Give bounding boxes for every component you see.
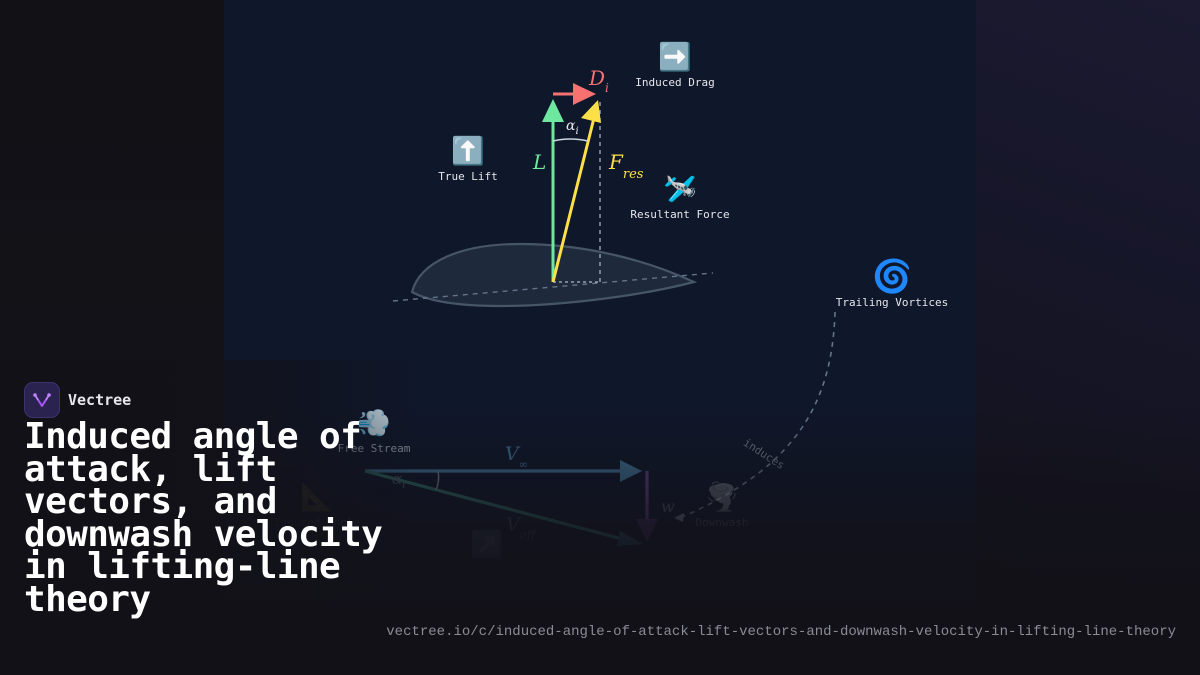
up-right-arrow-icon: ↗️ bbox=[470, 530, 504, 561]
induces-arrowhead bbox=[674, 513, 684, 522]
resultant-arrowhead bbox=[581, 100, 601, 123]
node-effective-velocity: ↗️ bbox=[470, 530, 504, 562]
node-resultant-force: 🛩️ Resultant Force bbox=[630, 174, 730, 221]
label-vinf: V∞ bbox=[505, 443, 528, 471]
brand: Vectree bbox=[24, 382, 131, 418]
up-arrow-icon: ⬆️ bbox=[451, 136, 485, 167]
cyclone-icon: 🌀 bbox=[872, 257, 912, 295]
label-drag: Di bbox=[589, 66, 609, 95]
label-w: w bbox=[661, 497, 675, 516]
downwash-arrowhead bbox=[636, 519, 658, 542]
node-true-lift: ⬆️ True Lift bbox=[438, 136, 498, 183]
vectree-logo-icon bbox=[24, 382, 60, 418]
label-alpha: αi bbox=[566, 118, 579, 137]
right-arrow-icon: ➡️ bbox=[658, 42, 692, 73]
tornado-icon: 🌪️ bbox=[705, 482, 739, 513]
label-lift: L bbox=[533, 150, 547, 174]
brand-name: Vectree bbox=[68, 391, 132, 409]
airplane-icon: 🛩️ bbox=[663, 174, 697, 205]
effective-velocity-arrowhead bbox=[617, 531, 643, 546]
lift-arrowhead bbox=[542, 99, 564, 122]
page-url: vectree.io/c/induced-angle-of-attack-lif… bbox=[386, 624, 1176, 640]
label-veff: Veff bbox=[506, 514, 536, 542]
node-downwash: 🌪️ Downwash bbox=[695, 482, 749, 529]
label-alpha-bottom: αi bbox=[392, 470, 406, 491]
alpha-arc bbox=[552, 138, 589, 142]
alpha-arc-bottom bbox=[435, 470, 440, 491]
free-stream-arrowhead bbox=[620, 460, 642, 482]
page-title: Induced angle of attack, lift vectors, a… bbox=[24, 416, 383, 620]
node-induced-drag: ➡️ Induced Drag bbox=[635, 42, 715, 89]
node-trailing-vortices: 🌀 Trailing Vortices bbox=[835, 257, 949, 309]
